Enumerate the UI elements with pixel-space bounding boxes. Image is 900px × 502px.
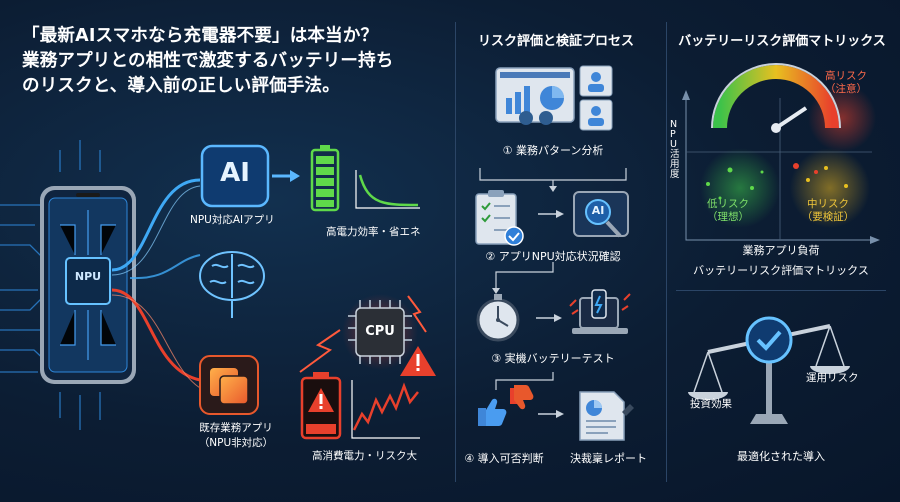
headline: 「最新AIスマホなら充電器不要」は本当か？ 業務アプリとの相性で激変するバッテリ… xyxy=(22,24,462,99)
stopwatch-icon xyxy=(476,294,520,342)
tablet-ai-check-icon xyxy=(573,191,629,238)
report-caption: 決裁稟レポート xyxy=(570,452,647,465)
low-risk-label-line-2: （理想） xyxy=(707,211,749,223)
lightning-icon xyxy=(407,295,427,333)
tablet-ai-label: AI xyxy=(591,204,605,217)
low-battery-icon xyxy=(300,372,342,440)
operational-risk-label: 運用リスク xyxy=(806,372,859,384)
low-risk-label-line-1: 低リスク xyxy=(707,198,749,210)
npu-chip-label: NPU xyxy=(74,270,102,283)
cpu-chip-label: CPU xyxy=(365,324,395,339)
investment-effect-label: 投資効果 xyxy=(690,398,732,410)
circuit-traces xyxy=(0,140,101,430)
matrix-y-axis: NPU活用度 xyxy=(670,119,680,180)
matrix-caption: バッテリーリスク評価マトリックス xyxy=(693,264,869,277)
process-title: リスク評価と検証プロセス xyxy=(477,34,634,49)
process-step-3: ③ 実機バッテリーテスト xyxy=(491,352,615,365)
checklist-clipboard-icon xyxy=(475,190,524,246)
ai-app-label: AI xyxy=(220,158,250,188)
mid-risk-label-line-1: 中リスク xyxy=(807,198,849,210)
high-risk-label-line-2: （注意） xyxy=(825,83,867,95)
smartphone-icon xyxy=(40,186,136,384)
balance-caption: 最適化された導入 xyxy=(737,450,825,463)
brain-icon xyxy=(199,251,265,318)
full-battery-icon xyxy=(310,145,340,212)
legacy-app-icon xyxy=(199,355,259,415)
warning-icon xyxy=(400,346,436,376)
matrix-x-axis: 業務アプリ負荷 xyxy=(742,244,820,257)
cpu-chip-icon xyxy=(342,294,418,370)
ai-app-icon xyxy=(200,144,270,208)
low-risk-label: 低リスク （理想） xyxy=(698,198,758,224)
headline-line-1: 「最新AIスマホなら充電器不要」は本当か？ xyxy=(22,26,379,46)
legacy-app-caption-line-1: 既存業務アプリ xyxy=(199,422,273,434)
mid-risk-label: 中リスク （要検証） xyxy=(796,198,860,224)
efficiency-caption: 高電力効率・省エネ xyxy=(326,226,421,238)
thumbs-up-down-icon xyxy=(478,385,534,426)
balance-scale-icon xyxy=(688,316,850,424)
analysis-presentation-icon xyxy=(495,65,613,131)
headline-line-3: のリスクと、導入前の正しい評価手法。 xyxy=(22,76,340,96)
final-report-icon xyxy=(579,391,634,441)
risk-gauge-icon xyxy=(713,65,839,129)
risk-matrix xyxy=(682,63,880,244)
high-consumption-graph-icon xyxy=(351,380,420,439)
process-step-2: ② アプリNPU対応状況確認 xyxy=(485,250,621,263)
matrix-title: バッテリーリスク評価マトリックス xyxy=(678,34,886,49)
laptop-battery-test-icon xyxy=(569,289,631,334)
process-step-4: ④ 導入可否判断 xyxy=(464,452,544,465)
process-step-1: ① 業務パターン分析 xyxy=(502,144,604,157)
high-risk-label-line-1: 高リスク xyxy=(825,70,867,82)
high-risk-label: 高リスク （注意） xyxy=(818,70,874,96)
consumption-caption: 高消費電力・リスク大 xyxy=(312,450,417,462)
legacy-app-caption: 既存業務アプリ （NPU非対応） xyxy=(194,420,278,450)
legacy-app-caption-line-2: （NPU非対応） xyxy=(198,437,274,449)
headline-line-2: 業務アプリとの相性で激変するバッテリー持ち xyxy=(22,51,394,71)
npu-app-caption: NPU対応AIアプリ xyxy=(190,214,275,226)
low-power-graph-icon xyxy=(355,170,420,209)
blue-flow-line xyxy=(111,178,201,272)
mid-risk-label-line-2: （要検証） xyxy=(801,211,855,223)
